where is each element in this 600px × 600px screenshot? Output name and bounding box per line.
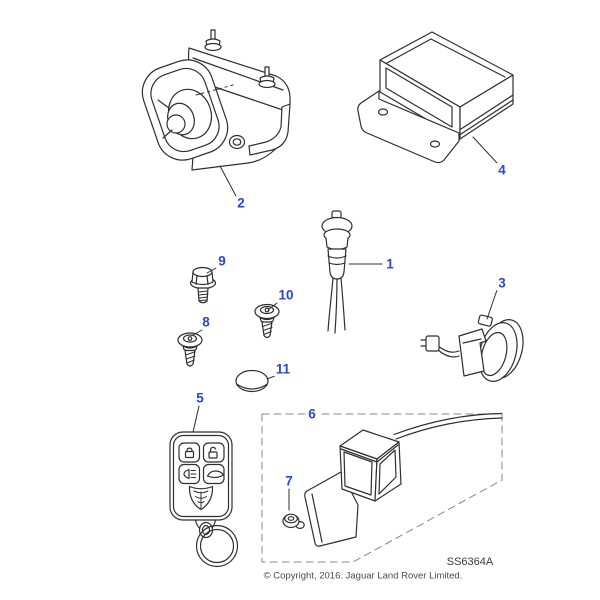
fob-link-outer xyxy=(200,523,213,538)
bolt-hex-facets xyxy=(196,276,208,285)
grommet-top xyxy=(285,514,298,523)
module-seam-lines xyxy=(461,95,513,134)
siren-stud-right xyxy=(259,67,275,88)
siren-mount-bolt xyxy=(230,136,245,149)
ring-inner xyxy=(477,330,512,379)
sensor-cube-front-inset xyxy=(344,452,372,495)
trunk-icon xyxy=(208,471,224,478)
screw-10-drawing xyxy=(255,305,279,338)
siren-centerline xyxy=(196,85,233,95)
leader-line-8 xyxy=(193,330,202,335)
leader-line-2 xyxy=(220,166,236,196)
grommet-hole xyxy=(288,517,294,521)
ring-wires xyxy=(438,346,459,357)
module-flange-hole-1 xyxy=(379,109,388,115)
unlock-icon xyxy=(209,447,217,458)
siren-stud-left xyxy=(205,30,221,51)
cap-rim xyxy=(237,384,268,389)
leader-line-3 xyxy=(487,290,497,319)
leader-lines xyxy=(193,137,497,510)
hex-bolt-drawing xyxy=(191,268,216,303)
siren-spokes xyxy=(158,100,172,138)
fob-body-inner xyxy=(174,436,229,517)
callout-5-label: 5 xyxy=(194,390,206,406)
switch-wires xyxy=(328,278,345,333)
ring-connector xyxy=(426,336,439,351)
screw8-threads xyxy=(186,352,196,363)
remote-fob-drawing xyxy=(170,432,238,567)
ring-connector-pins xyxy=(421,340,426,346)
callout-1-label: 1 xyxy=(384,256,396,272)
callout-6-label: 6 xyxy=(306,406,318,422)
callout-9-label: 9 xyxy=(216,253,228,269)
sensor-cube-right-inset xyxy=(379,450,396,494)
keyring-inner xyxy=(201,530,234,563)
callout-11-label: 11 xyxy=(273,361,293,377)
control-module-drawing xyxy=(358,32,513,163)
dashed-kit-outline xyxy=(262,414,502,562)
ring-housing-step xyxy=(463,339,481,343)
headlamp-icon xyxy=(184,470,196,479)
jaguar-growler-icon xyxy=(189,487,212,510)
plunger-switch-drawing xyxy=(322,211,352,333)
lock-icon xyxy=(186,448,194,457)
sensor-cube-right xyxy=(375,442,401,501)
ring-tab xyxy=(478,315,493,327)
callout-8-label: 8 xyxy=(200,314,212,330)
module-top-inset xyxy=(387,39,505,77)
alarm-sounder-drawing xyxy=(135,30,290,170)
diagram-reference-code: SS6364A xyxy=(446,556,494,568)
module-flange-hole-2 xyxy=(431,141,440,147)
grommet-drawing xyxy=(283,514,299,527)
screw10-threads xyxy=(263,324,273,335)
ring-housing xyxy=(459,329,486,376)
bolt-hex-top xyxy=(193,268,212,277)
callout-3-label: 3 xyxy=(496,275,508,291)
callout-2-label: 2 xyxy=(235,195,247,211)
siren-bell-inner xyxy=(146,63,225,157)
bolt-threads xyxy=(199,291,209,301)
siren-bracket-right-foot xyxy=(249,104,290,155)
switch-body-ribs xyxy=(328,256,346,265)
fob-button-lock xyxy=(179,443,200,462)
screw8-head-top xyxy=(184,335,197,342)
sensor-bracket-fold xyxy=(312,494,322,542)
screw-8-drawing xyxy=(178,333,202,366)
siren-driver xyxy=(167,115,185,133)
copyright-notice: © Copyright, 2016. Jaguar Land Rover Lim… xyxy=(263,570,463,582)
leader-line-5 xyxy=(193,406,199,432)
leader-line-9 xyxy=(207,268,216,273)
tilt-sensor-drawing xyxy=(296,414,502,547)
callout-4-label: 4 xyxy=(496,162,508,178)
antenna-ring-drawing xyxy=(421,315,529,386)
keyring-outer xyxy=(197,526,238,567)
callout-7-label: 7 xyxy=(283,473,295,489)
sensor-wire xyxy=(394,414,502,440)
leader-line-10 xyxy=(268,303,277,310)
leader-line-11 xyxy=(267,376,275,379)
switch-collar xyxy=(326,238,348,250)
screw8-torx xyxy=(188,337,192,341)
leader-line-4 xyxy=(473,137,497,163)
module-front-inset xyxy=(386,68,452,127)
callout-10-label: 10 xyxy=(276,287,296,303)
sensor-cube-lip xyxy=(341,445,398,462)
blanking-cap-drawing xyxy=(236,371,268,392)
module-right-face xyxy=(460,75,513,139)
cap-top xyxy=(236,371,268,392)
fob-button-trunk xyxy=(204,465,225,484)
